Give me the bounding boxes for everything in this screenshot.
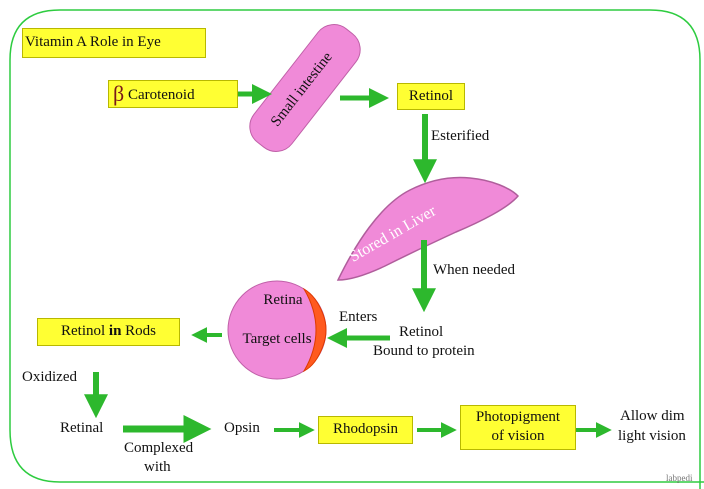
enters-label: Enters [339,309,377,326]
carotenoid-box: β Carotenoid [108,80,238,108]
retinol-in-rods-text-b: in [109,323,122,339]
target-cells-label: Target cells [242,331,311,347]
photopigment-line-2: of vision [461,427,575,446]
retina-label: Retina [263,292,302,308]
retinol-bound-line-1: Retinol [399,324,443,341]
oxidized-label: Oxidized [22,369,77,386]
photopigment-box: Photopigment of vision [460,405,576,450]
retinol-in-rods-text-a: Retinol [61,323,109,339]
photopigment-line-1: Photopigment [461,408,575,427]
retinol-box: Retinol [397,83,465,110]
retinol-in-rods-text-c: Rods [121,323,156,339]
opsin-label: Opsin [224,420,260,437]
complexed-line-1: Complexed [124,440,193,457]
diagram-title: Vitamin A Role in Eye [22,28,206,58]
allow-dim-line-1: Allow dim [620,408,685,425]
carotenoid-label: Carotenoid [128,87,195,103]
esterified-label: Esterified [431,128,489,145]
retinol-bound-line-2: Bound to protein [373,343,475,360]
when-needed-label: When needed [433,262,515,279]
retinol-in-rods-box: Retinol in Rods [37,318,180,346]
rhodopsin-box: Rhodopsin [318,416,413,444]
retinal-label: Retinal [60,420,103,437]
allow-dim-line-2: light vision [618,428,686,445]
complexed-line-2: with [144,459,171,476]
watermark-text: labpedi [666,473,693,483]
beta-symbol: β [113,81,124,106]
